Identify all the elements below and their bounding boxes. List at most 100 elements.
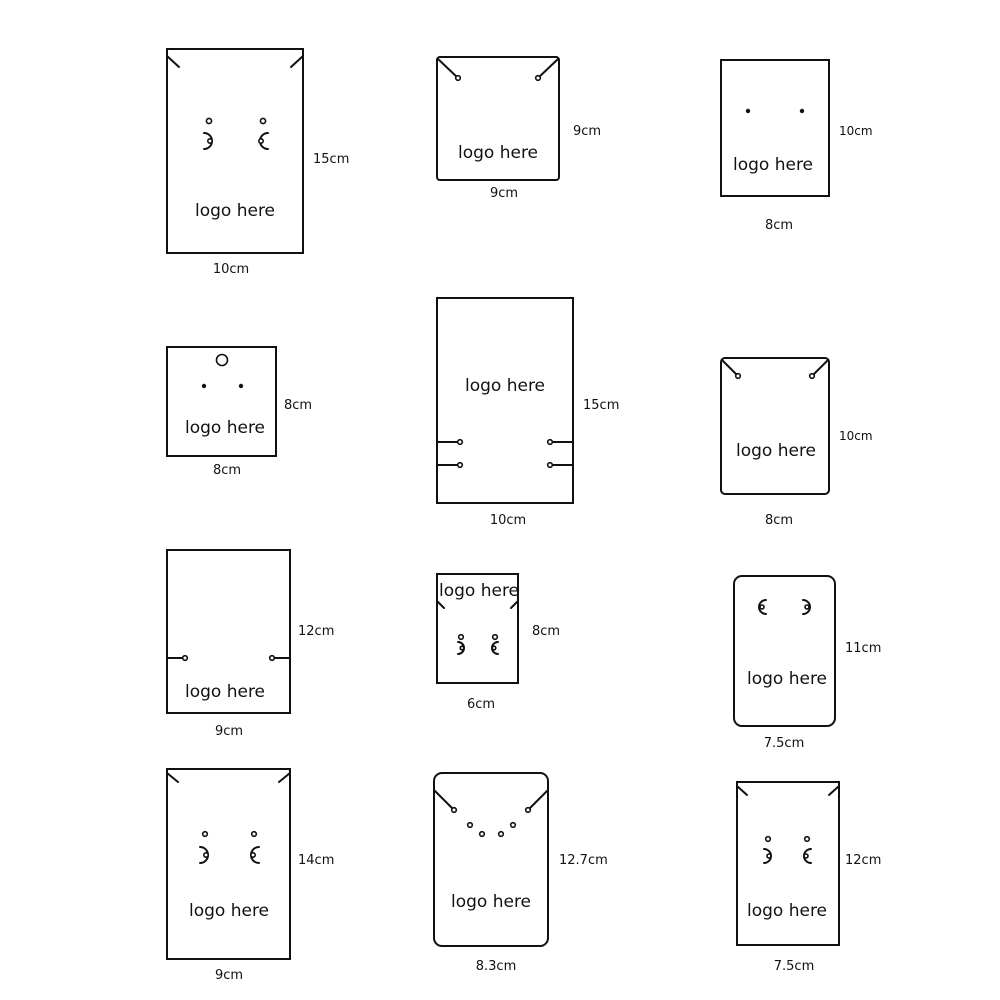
- height-label: 12cm: [298, 624, 334, 639]
- logo-placeholder: logo here: [195, 201, 275, 221]
- card-outline: [736, 781, 840, 946]
- card-outline: [733, 575, 836, 727]
- card-outline: [436, 56, 560, 181]
- card-outline: [166, 768, 291, 960]
- earring-hook-right: [802, 599, 811, 615]
- card-6: logo here 10cm 8cm: [720, 357, 873, 528]
- logo-placeholder: logo here: [747, 901, 827, 921]
- hole: [450, 806, 458, 814]
- hole: [250, 851, 257, 858]
- card-7: logo here 12cm 9cm: [166, 549, 334, 739]
- hole: [759, 604, 765, 610]
- width-label: 7.5cm: [764, 736, 805, 751]
- width-label: 10cm: [490, 513, 526, 528]
- hole: [456, 438, 464, 446]
- necklace-slits: [433, 789, 549, 809]
- hole: [459, 645, 465, 651]
- card-4: logo here 8cm 8cm: [166, 346, 312, 478]
- hang-hole: [215, 353, 229, 367]
- hole: [534, 74, 542, 82]
- hole: [478, 830, 486, 838]
- hole: [497, 830, 505, 838]
- card-10: logo here 14cm 9cm: [166, 768, 334, 983]
- height-label: 8cm: [284, 398, 312, 413]
- hole: [250, 830, 258, 838]
- hole: [457, 633, 465, 641]
- hole: [259, 117, 267, 125]
- logo-placeholder: logo here: [458, 143, 538, 163]
- width-label: 8cm: [765, 513, 793, 528]
- stud-hole: [799, 108, 805, 114]
- card-12: logo here 12cm 7.5cm: [736, 781, 881, 974]
- hole: [207, 138, 214, 145]
- earring-hook-left: [758, 599, 767, 615]
- corner-slits: [166, 772, 291, 783]
- height-label: 10cm: [839, 124, 873, 138]
- hole: [764, 835, 772, 843]
- width-label: 10cm: [213, 262, 249, 277]
- width-label: 7.5cm: [774, 959, 815, 974]
- side-slits: [436, 441, 574, 466]
- card-1: logo here 15cm 10cm: [166, 48, 349, 277]
- height-label: 15cm: [583, 398, 619, 413]
- width-label: 9cm: [215, 968, 243, 983]
- width-label: 9cm: [215, 724, 243, 739]
- hole: [734, 372, 742, 380]
- card-11: logo here 12.7cm 8.3cm: [433, 772, 608, 974]
- hole: [203, 851, 210, 858]
- hole: [546, 438, 554, 446]
- corner-slits: [736, 785, 840, 796]
- height-label: 9cm: [573, 124, 601, 139]
- card-3: logo here 10cm 8cm: [720, 59, 873, 233]
- card-outline: [166, 549, 291, 714]
- card-9: logo here 11cm 7.5cm: [733, 575, 881, 751]
- card-outline: [166, 48, 304, 254]
- width-label: 9cm: [490, 186, 518, 201]
- logo-placeholder: logo here: [736, 441, 816, 461]
- hole: [803, 853, 809, 859]
- necklace-slits: [437, 58, 559, 79]
- hole: [804, 604, 810, 610]
- hole: [509, 821, 517, 829]
- height-label: 8cm: [532, 624, 560, 639]
- height-label: 12cm: [845, 853, 881, 868]
- card-outline: [720, 59, 830, 197]
- stud-hole: [201, 383, 207, 389]
- hole: [546, 461, 554, 469]
- hole: [491, 645, 497, 651]
- width-label: 8cm: [213, 463, 241, 478]
- hole: [766, 853, 772, 859]
- height-label: 14cm: [298, 853, 334, 868]
- hole: [257, 138, 264, 145]
- hole: [205, 117, 213, 125]
- card-outline: [720, 357, 830, 495]
- width-label: 6cm: [467, 697, 495, 712]
- corner-slits: [166, 55, 304, 68]
- hole: [808, 372, 816, 380]
- hole: [803, 835, 811, 843]
- hole: [466, 821, 474, 829]
- card-8: logo here 8cm 6cm: [436, 573, 560, 712]
- hole: [454, 74, 462, 82]
- height-label: 10cm: [839, 429, 873, 443]
- logo-placeholder: logo here: [439, 581, 519, 601]
- logo-placeholder: logo here: [733, 155, 813, 175]
- card-2: logo here 9cm 9cm: [436, 56, 601, 201]
- hole: [456, 461, 464, 469]
- logo-placeholder: logo here: [185, 418, 265, 438]
- height-label: 15cm: [313, 152, 349, 167]
- card-outline: [436, 297, 574, 504]
- stud-hole: [238, 383, 244, 389]
- card-outline: [433, 772, 549, 947]
- hole: [201, 830, 209, 838]
- necklace-slits: [721, 359, 829, 377]
- stud-hole: [745, 108, 751, 114]
- hole: [181, 654, 189, 662]
- height-label: 12.7cm: [559, 853, 608, 868]
- logo-placeholder: logo here: [747, 669, 827, 689]
- hole: [491, 633, 499, 641]
- logo-placeholder: logo here: [185, 682, 265, 702]
- logo-placeholder: logo here: [451, 892, 531, 912]
